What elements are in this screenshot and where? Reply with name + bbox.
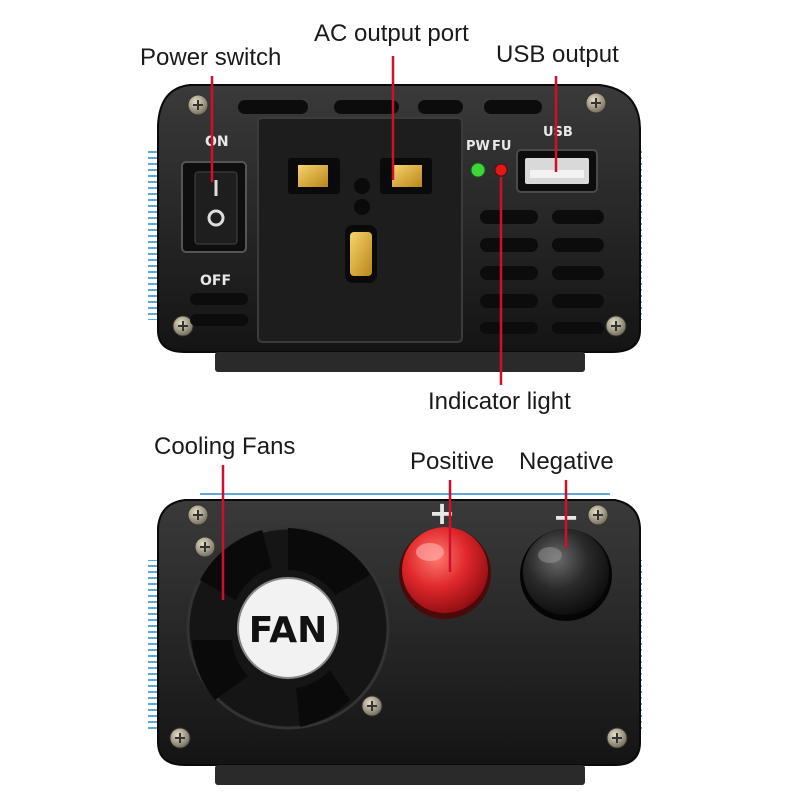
switch-on-label: ON [205, 134, 229, 150]
top-vents [238, 100, 542, 114]
callout-usb-output: USB output [496, 41, 619, 68]
positive-terminal[interactable] [399, 527, 491, 619]
usb-label: USB [543, 125, 573, 140]
front-panel-unit: ON OFF PW FU USB [148, 84, 642, 372]
ac-output-port[interactable] [257, 117, 463, 343]
negative-terminal[interactable] [520, 529, 612, 621]
switch-side-vents [190, 293, 248, 326]
callout-cooling-fans: Cooling Fans [154, 433, 296, 460]
front-base-plate [215, 352, 585, 372]
rear-heatsink-top [200, 492, 610, 502]
fu-label: FU [492, 139, 511, 154]
front-screws [172, 92, 627, 337]
rear-screws [169, 504, 628, 749]
side-vents [480, 210, 604, 334]
callout-power-switch: Power switch [140, 44, 282, 71]
rear-base-plate [215, 765, 585, 785]
callout-negative: Negative [519, 448, 614, 475]
callout-ac-output-port: AC output port [314, 20, 469, 47]
switch-off-label: OFF [200, 273, 231, 289]
pw-label: PW [466, 139, 490, 154]
cooling-fan: FAN [186, 526, 390, 730]
pw-led [470, 162, 486, 178]
fan-label: FAN [249, 610, 327, 651]
positive-symbol: + [429, 494, 456, 532]
callout-indicator-light: Indicator light [428, 388, 571, 415]
callout-positive: Positive [410, 448, 495, 475]
fu-led [494, 163, 508, 177]
power-switch[interactable] [181, 161, 247, 253]
callout-lines [210, 56, 568, 600]
rear-panel-unit: FAN + − [148, 492, 642, 785]
